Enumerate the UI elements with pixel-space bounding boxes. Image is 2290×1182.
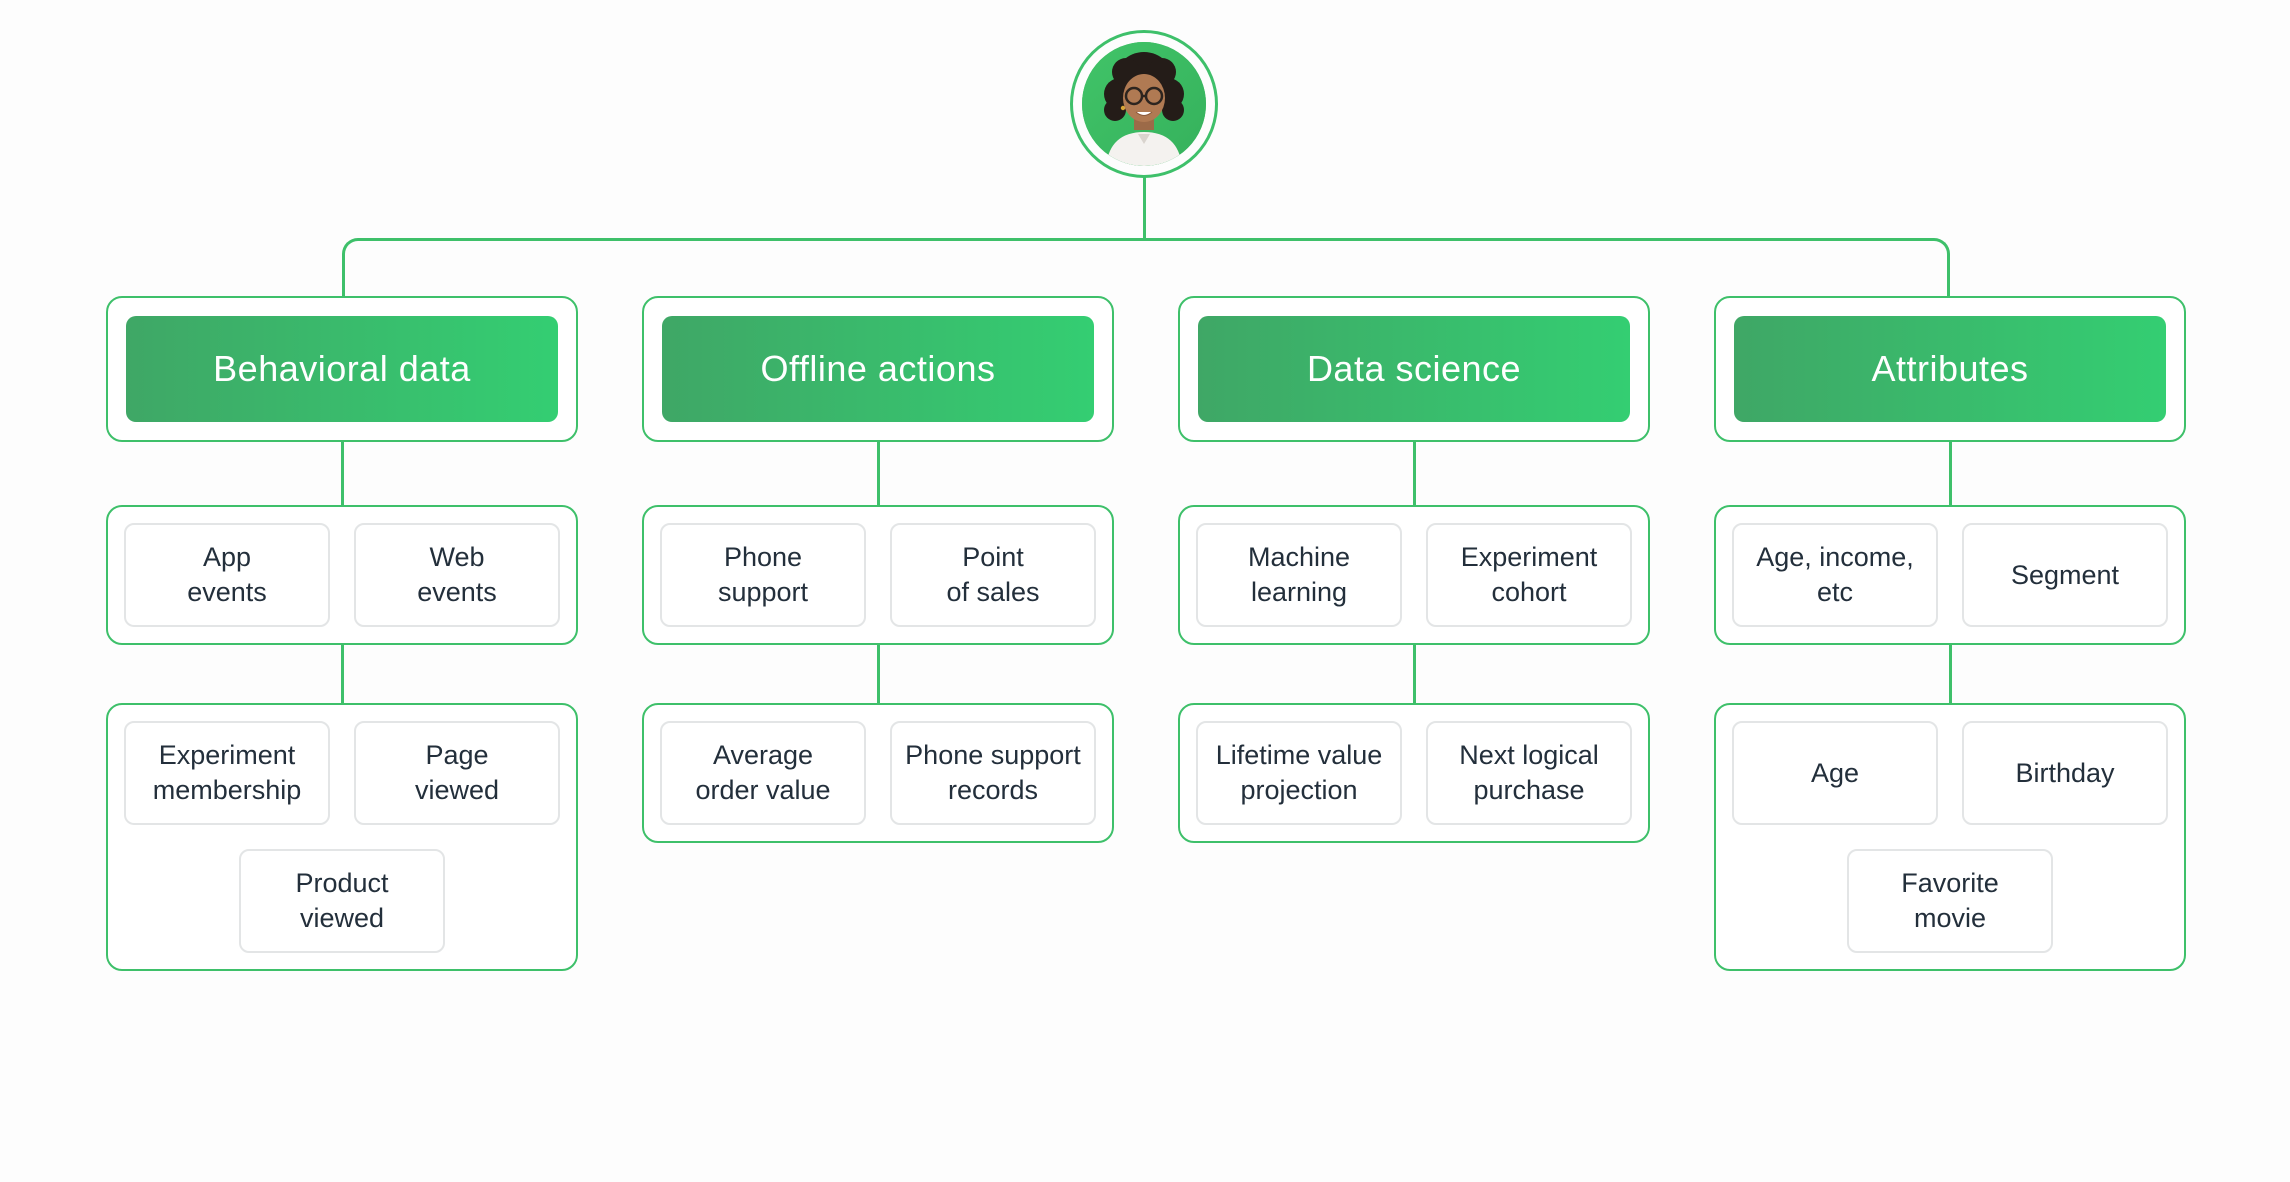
avatar-ring [1070, 30, 1218, 178]
node-page-viewed: Page viewed [354, 721, 560, 825]
connector-line [1948, 645, 1952, 703]
node-phone-support: Phone support [660, 523, 866, 627]
node-row: Machine learning Experiment cohort [1196, 523, 1632, 627]
node-row: Experiment membership Page viewed [124, 721, 560, 825]
level2-group-attributes: Age, income, etc Segment [1714, 505, 2186, 645]
node-row: Phone support Point of sales [660, 523, 1096, 627]
node-product-viewed: Product viewed [239, 849, 445, 953]
node-row: Favorite movie [1847, 849, 2053, 953]
connector-line [1412, 442, 1416, 505]
category-header-offline-actions: Offline actions [662, 316, 1094, 422]
node-web-events: Web events [354, 523, 560, 627]
connector-line [340, 645, 344, 703]
node-age: Age [1732, 721, 1938, 825]
column-data-science: Data science Machine learning Experiment… [1178, 296, 1650, 843]
category-card-data-science: Data science [1178, 296, 1650, 442]
node-experiment-cohort: Experiment cohort [1426, 523, 1632, 627]
node-favorite-movie: Favorite movie [1847, 849, 2053, 953]
column-behavioral-data: Behavioral data App events Web events Ex… [106, 296, 578, 971]
level3-group-data-science: Lifetime value projection Next logical p… [1178, 703, 1650, 843]
node-app-events: App events [124, 523, 330, 627]
node-row: App events Web events [124, 523, 560, 627]
node-row: Age Birthday [1732, 721, 2168, 825]
column-offline-actions: Offline actions Phone support Point of s… [642, 296, 1114, 843]
avatar [1082, 42, 1206, 166]
connector-line [1948, 442, 1952, 505]
level3-group-attributes: Age Birthday Favorite movie [1714, 703, 2186, 971]
node-row: Product viewed [239, 849, 445, 953]
connector-line [876, 442, 880, 505]
level2-group-offline: Phone support Point of sales [642, 505, 1114, 645]
node-row: Average order value Phone support record… [660, 721, 1096, 825]
category-header-attributes: Attributes [1734, 316, 2166, 422]
level2-group-behavioral: App events Web events [106, 505, 578, 645]
avatar-stem-line [1143, 177, 1146, 241]
node-next-logical-purchase: Next logical purchase [1426, 721, 1632, 825]
connector-line [340, 442, 344, 505]
category-header-behavioral-data: Behavioral data [126, 316, 558, 422]
avatar-photo-illustration [1082, 42, 1206, 166]
node-lifetime-value-projection: Lifetime value projection [1196, 721, 1402, 825]
node-birthday: Birthday [1962, 721, 2168, 825]
node-point-of-sales: Point of sales [890, 523, 1096, 627]
category-card-offline-actions: Offline actions [642, 296, 1114, 442]
node-average-order-value: Average order value [660, 721, 866, 825]
node-row: Lifetime value projection Next logical p… [1196, 721, 1632, 825]
category-card-attributes: Attributes [1714, 296, 2186, 442]
level3-group-offline: Average order value Phone support record… [642, 703, 1114, 843]
category-card-behavioral-data: Behavioral data [106, 296, 578, 442]
connector-line [876, 645, 880, 703]
node-phone-support-records: Phone support records [890, 721, 1096, 825]
category-header-data-science: Data science [1198, 316, 1630, 422]
level3-group-behavioral: Experiment membership Page viewed Produc… [106, 703, 578, 971]
node-experiment-membership: Experiment membership [124, 721, 330, 825]
node-segment: Segment [1962, 523, 2168, 627]
node-age-income-etc: Age, income, etc [1732, 523, 1938, 627]
node-machine-learning: Machine learning [1196, 523, 1402, 627]
level2-group-data-science: Machine learning Experiment cohort [1178, 505, 1650, 645]
tree-top-bracket-line [342, 238, 1950, 296]
node-row: Age, income, etc Segment [1732, 523, 2168, 627]
connector-line [1412, 645, 1416, 703]
column-attributes: Attributes Age, income, etc Segment Age … [1714, 296, 2186, 971]
